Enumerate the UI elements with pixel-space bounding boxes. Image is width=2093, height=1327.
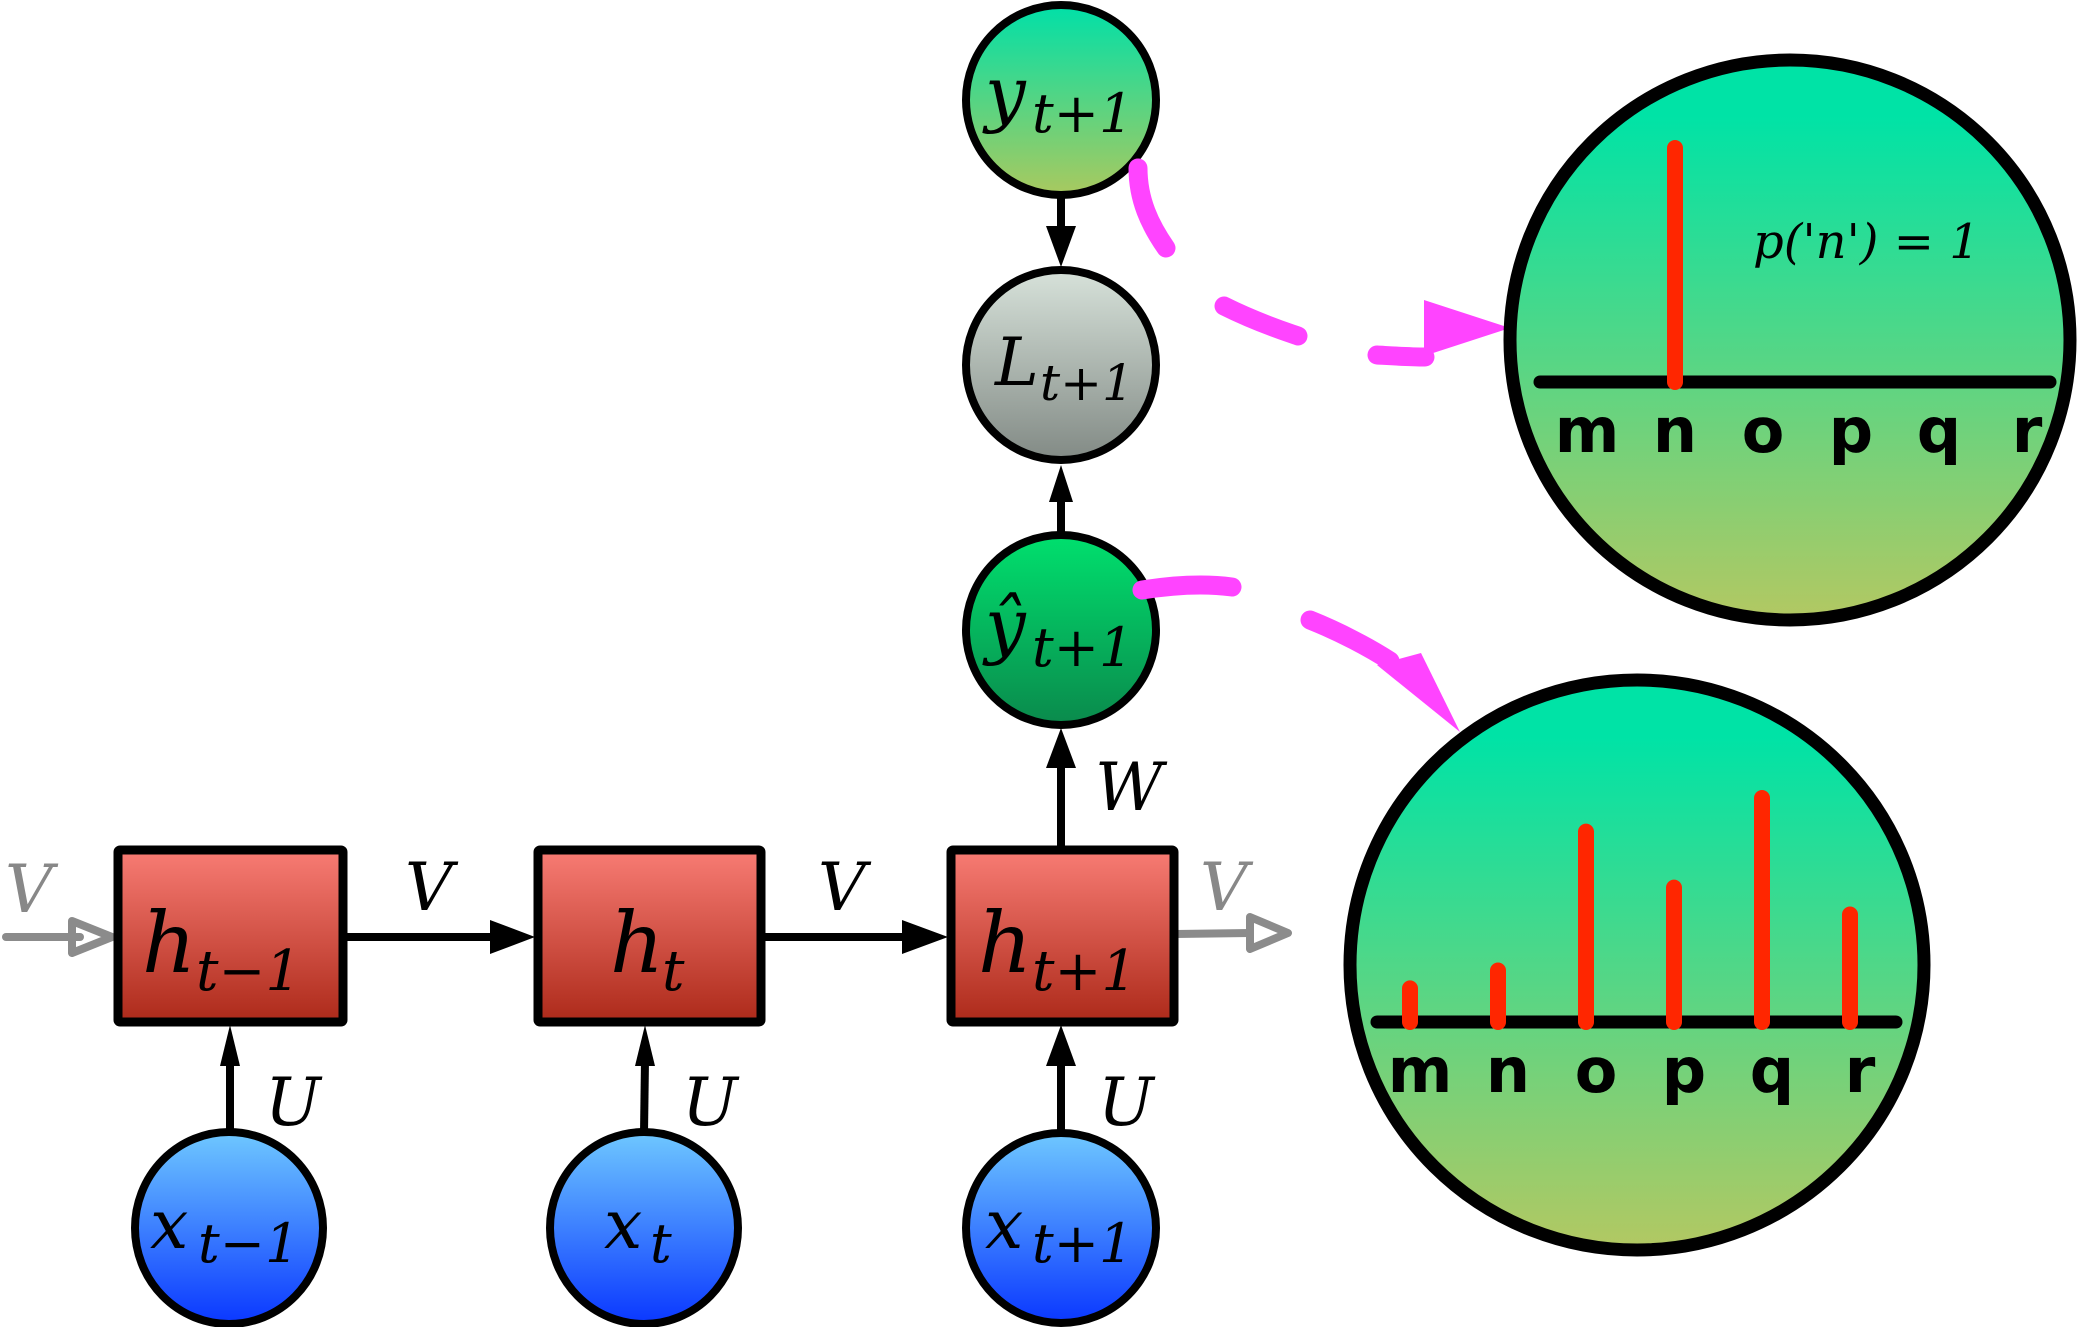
tick-label-o: o [1742,394,1785,467]
loss-node-base: L [994,324,1039,401]
input-arrow-3 [1046,1025,1076,1133]
chart-annotation: p('n') = 1 [1753,214,1980,270]
tick-label-q: q [1750,1034,1794,1107]
prediction-node: ŷ t+1 [962,531,1160,729]
edge-label-v-out: V [1200,849,1254,926]
input-node-t-minus-1: x t−1 [131,1128,327,1327]
loss-node-sub: t+1 [1040,354,1134,412]
hidden-node-t-minus-1: h t−1 [113,845,348,1027]
tick-label-m: m [1555,394,1620,467]
input-node-t: x t [546,1128,742,1327]
input-node-base: x [150,1186,188,1265]
pred-to-loss-arrow [1049,465,1073,535]
input-node-base: x [985,1186,1023,1265]
edge-label-v-2: V [818,849,872,926]
input-node-sub: t [650,1212,672,1275]
hidden-node-sub: t+1 [1032,939,1137,1004]
recurrent-arrow-2 [762,920,948,954]
hidden-node-base: h [978,894,1032,992]
target-node: y t+1 [962,1,1160,199]
prediction-to-distribution-arrow [1132,575,1460,732]
edge-label-v-1: V [405,849,459,926]
tick-label-n: n [1653,394,1697,467]
input-arrow-2 [635,1025,655,1134]
tick-label-p: p [1662,1034,1706,1107]
tick-label-o: o [1575,1034,1618,1107]
target-to-loss-arrow [1046,195,1076,267]
input-node-base: x [604,1186,642,1265]
hidden-node-t-plus-1: h t+1 [946,845,1179,1027]
edge-label-w: W [1095,749,1168,826]
tick-label-r: r [2012,394,2043,467]
faded-recurrent-in-arrow [2,917,116,957]
tick-label-n: n [1486,1034,1530,1107]
target-to-distribution-arrow [1128,158,1510,367]
target-node-sub: t+1 [1032,82,1133,145]
input-node-sub: t+1 [1032,1212,1133,1275]
hidden-node-t: h t [533,845,766,1027]
hidden-node-sub: t [662,939,685,1004]
input-node-t-plus-1: x t+1 [962,1129,1160,1327]
prediction-node-sub: t+1 [1032,616,1133,679]
edge-label-u-3: U [1098,1064,1156,1141]
faded-recurrent-out-arrow [1175,913,1292,953]
input-arrow-1 [220,1025,240,1133]
input-node-sub: t−1 [198,1212,299,1275]
edge-label-u-1: U [265,1064,323,1141]
loss-node: L t+1 [962,266,1160,464]
edge-label-u-2: U [682,1064,740,1141]
tick-label-r: r [1845,1034,1876,1107]
prediction-node-base: ŷ [982,583,1027,667]
hidden-node-base: h [610,894,664,992]
hidden-node-base: h [142,894,196,992]
output-arrow [1046,728,1076,847]
tick-label-p: p [1829,394,1873,467]
tick-label-q: q [1917,394,1961,467]
hidden-node-sub: t−1 [196,939,301,1004]
tick-label-m: m [1388,1034,1453,1107]
edge-label-v-in: V [5,851,59,928]
target-node-base: y [982,51,1027,135]
recurrent-arrow-1 [345,920,535,954]
